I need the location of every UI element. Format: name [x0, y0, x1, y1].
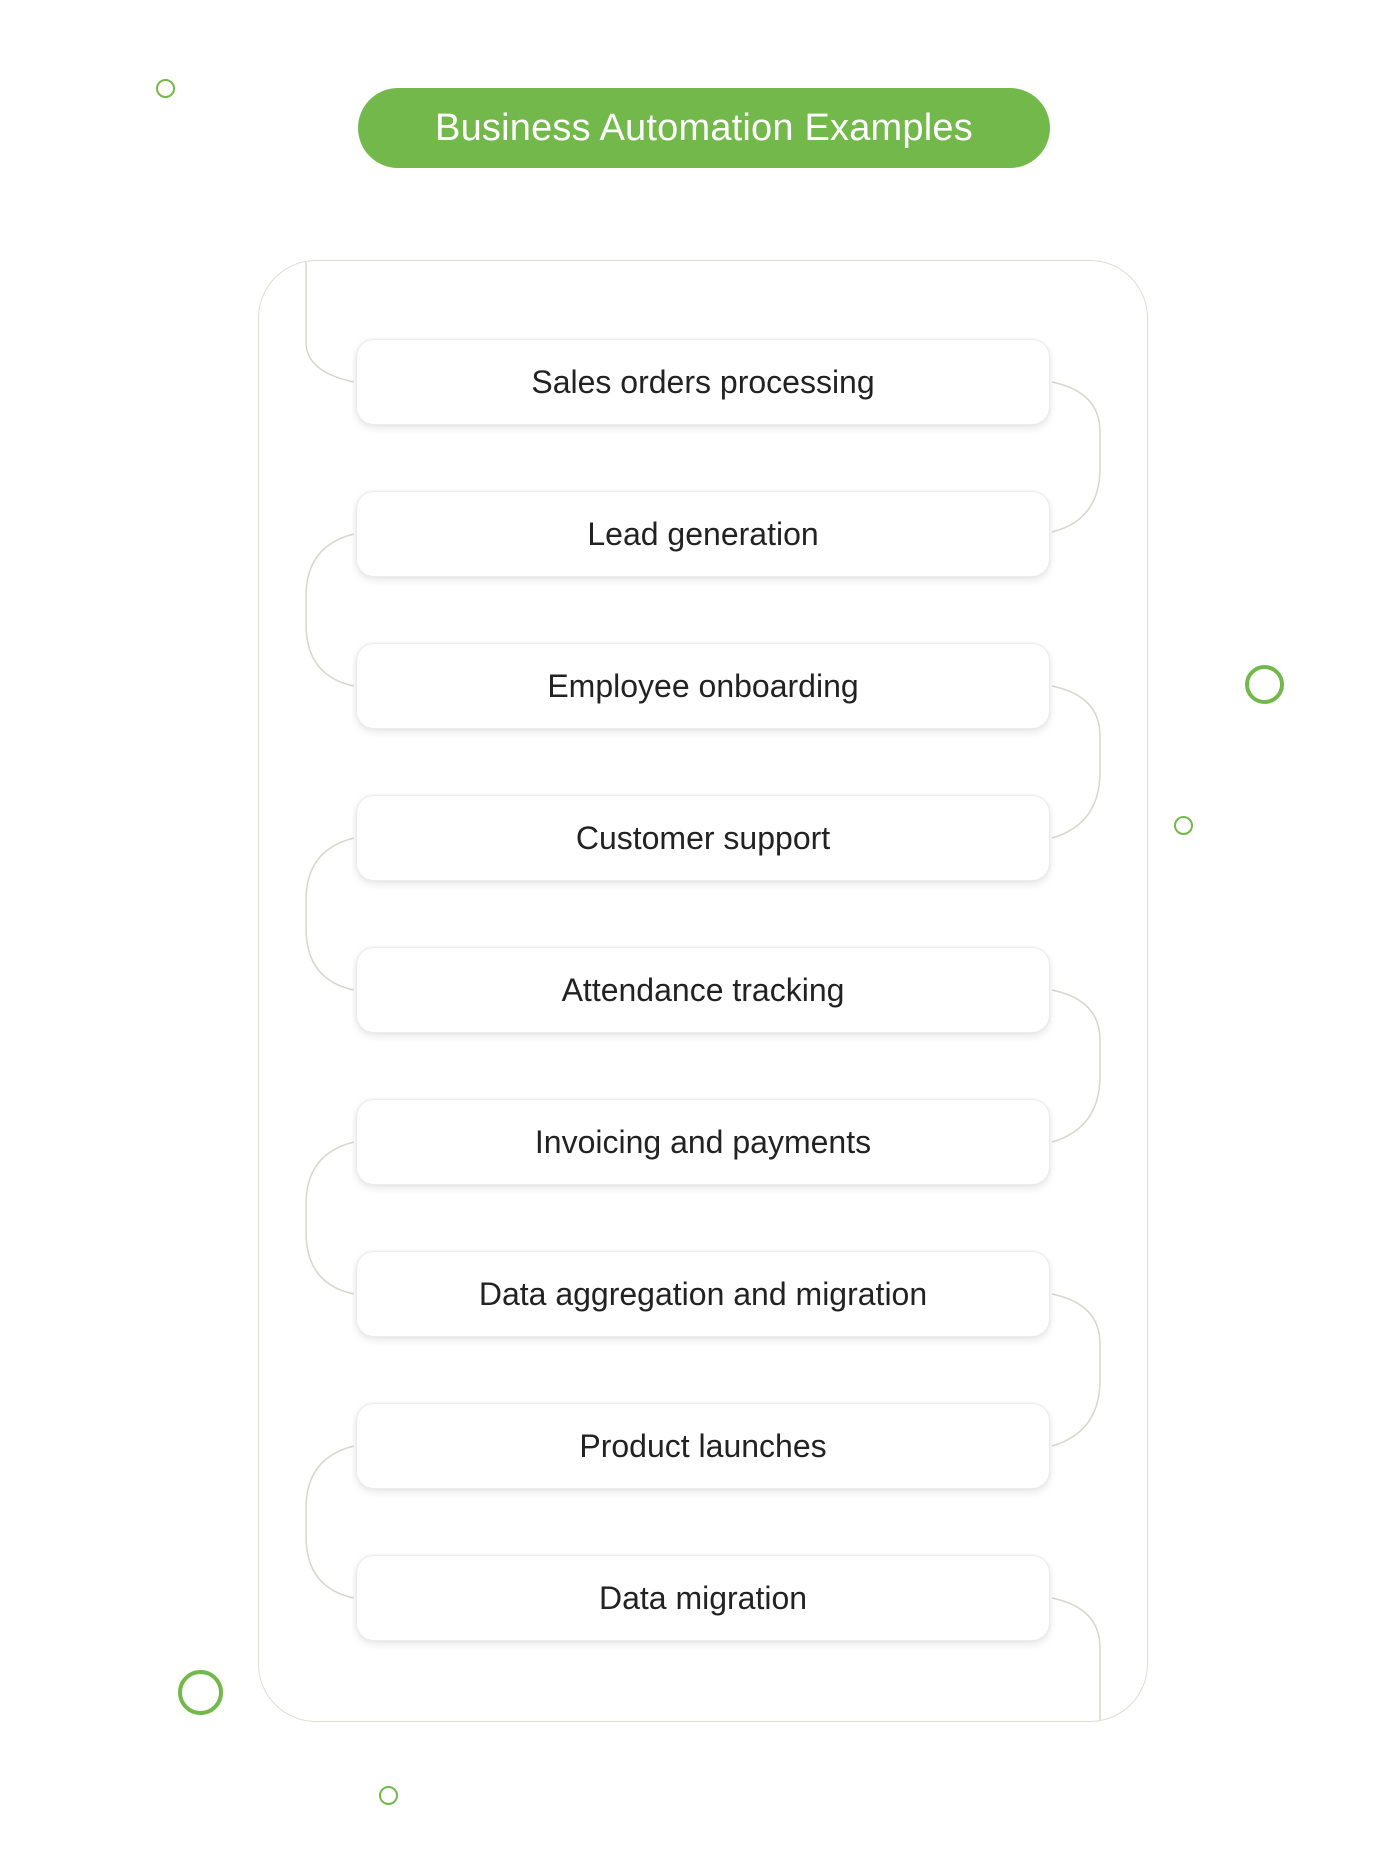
flow-frame: [258, 260, 1148, 1722]
diagram-title: Business Automation Examples: [358, 88, 1050, 168]
flow-step-product-launches: Product launches: [356, 1403, 1050, 1489]
ring-icon: [379, 1786, 398, 1805]
flow-step-sales-orders-processing: Sales orders processing: [356, 339, 1050, 425]
flow-step-customer-support: Customer support: [356, 795, 1050, 881]
flow-step-data-aggregation-and-migration: Data aggregation and migration: [356, 1251, 1050, 1337]
flow-step-data-migration: Data migration: [356, 1555, 1050, 1641]
flow-step-attendance-tracking: Attendance tracking: [356, 947, 1050, 1033]
flow-step-invoicing-and-payments: Invoicing and payments: [356, 1099, 1050, 1185]
ring-icon: [1174, 816, 1193, 835]
flow-step-lead-generation: Lead generation: [356, 491, 1050, 577]
ring-icon: [1245, 665, 1284, 704]
ring-icon: [178, 1670, 223, 1715]
ring-icon: [156, 79, 175, 98]
flow-step-employee-onboarding: Employee onboarding: [356, 643, 1050, 729]
